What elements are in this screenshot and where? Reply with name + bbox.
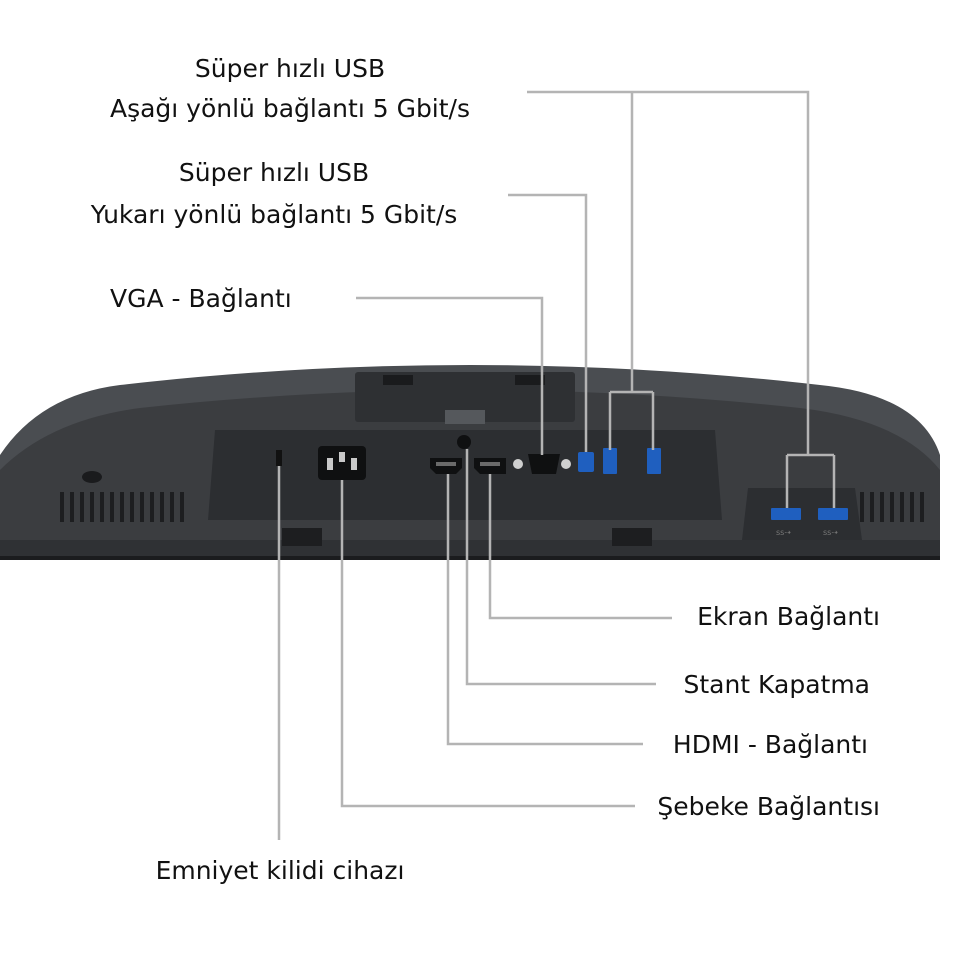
joystick-icon — [82, 471, 102, 483]
usb-downstream-port-2 — [647, 448, 661, 474]
security-lock-label: Emniyet kilidi cihazı — [155, 856, 405, 885]
power-connector — [318, 446, 366, 480]
usb-downstream-port-4 — [818, 508, 848, 520]
usb-downstream-label-line1: Süper hızlı USB — [194, 54, 386, 83]
usb-downstream-port-3 — [771, 508, 801, 520]
displayport-port — [474, 458, 506, 474]
usb-downstream-port-1 — [603, 448, 617, 474]
displayport-label: Ekran Bağlantı — [697, 602, 880, 631]
leader-lines — [277, 90, 836, 840]
vent-left — [60, 492, 184, 522]
hdmi-port — [430, 458, 462, 474]
usb-side-bay — [742, 488, 862, 540]
power-label: Şebeke Bağlantısı — [657, 792, 880, 821]
vga-label: VGA - Bağlantı — [110, 284, 292, 313]
cable-clip-right — [612, 528, 652, 546]
usb-logo-icon: ss⇢ — [776, 528, 791, 537]
usb-downstream-label-line2: Aşağı yönlü bağlantı 5 Gbit/s — [109, 94, 471, 123]
cable-clip-left — [282, 528, 322, 546]
usb-upstream-port — [578, 452, 594, 472]
stand-lock-label: Stant Kapatma — [683, 670, 870, 699]
hdmi-label: HDMI - Bağlantı — [672, 730, 868, 759]
stand-lock-hole — [457, 435, 471, 449]
usb-upstream-label-line1: Süper hızlı USB — [178, 158, 370, 187]
security-lock-slot — [276, 450, 282, 466]
usb-upstream-label-line2: Yukarı yönlü bağlantı 5 Gbit/s — [90, 200, 458, 229]
vga-port — [513, 454, 571, 474]
usb-logo-icon: ss⇢ — [823, 528, 838, 537]
